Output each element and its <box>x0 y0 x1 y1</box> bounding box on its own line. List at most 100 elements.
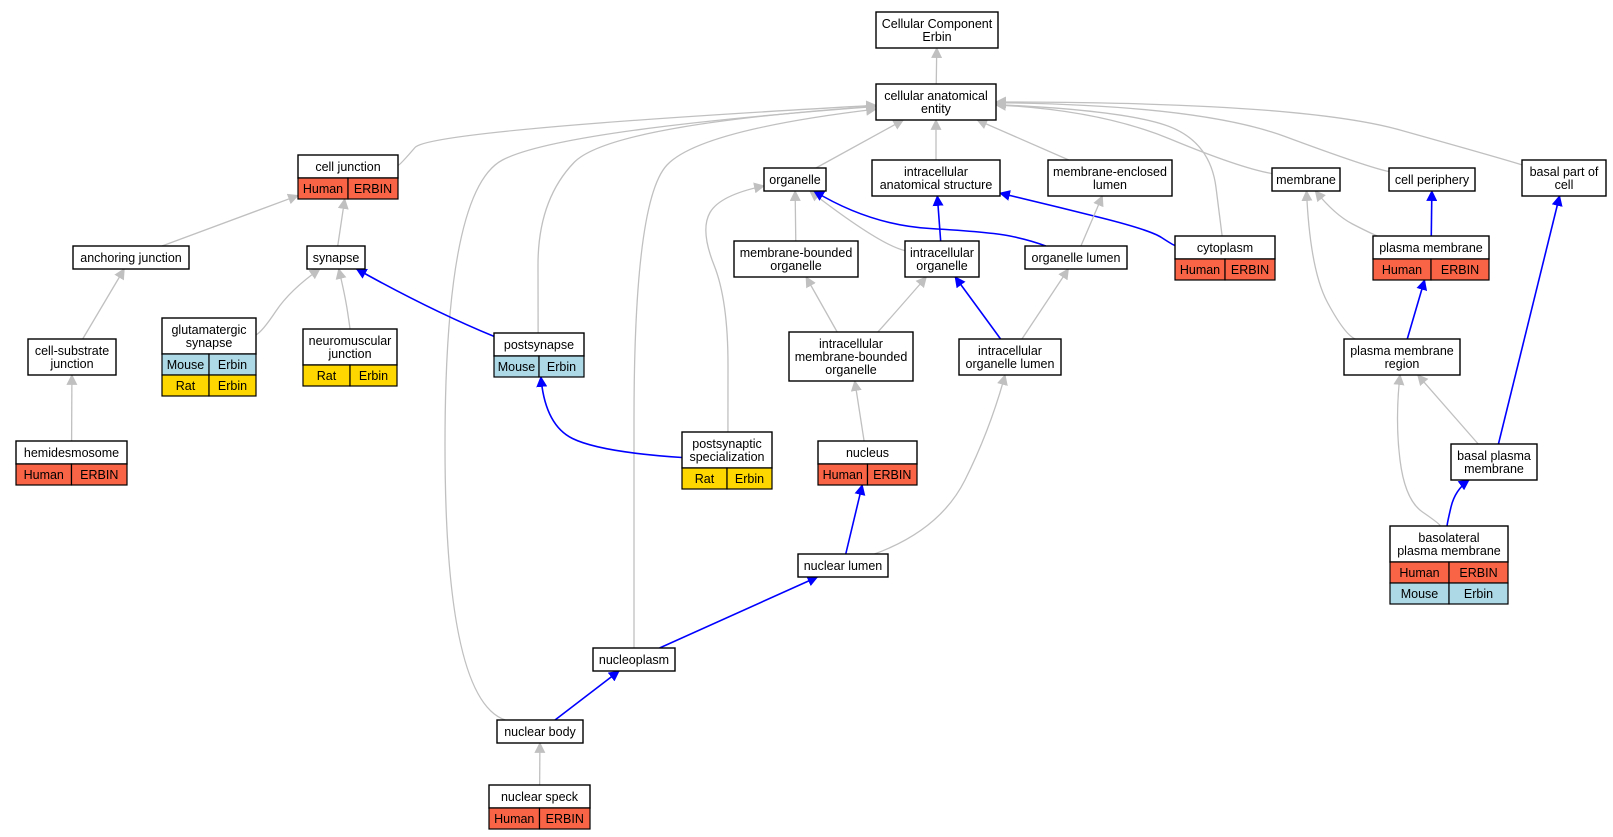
node-synapse[interactable]: synapse <box>306 245 366 270</box>
node-box <box>681 431 773 469</box>
gene-cell <box>347 177 399 200</box>
gene-label: Erbin <box>547 360 576 374</box>
edge-postsynapse-to-synapse <box>355 268 495 338</box>
node-label: basal part of <box>1530 165 1599 179</box>
node-box <box>302 328 398 366</box>
edge-bpm-to-pmr <box>1417 374 1479 445</box>
node-label: Cellular Component <box>882 17 993 31</box>
node-label: cell-substrate <box>35 344 109 358</box>
gene-label: Erbin <box>359 369 388 383</box>
node-anchoring-junction[interactable]: anchoring junction <box>72 245 190 270</box>
node-nucleoplasm[interactable]: nucleoplasm <box>592 647 676 672</box>
node-organelle[interactable]: organelle <box>763 167 827 192</box>
node-box <box>904 240 980 278</box>
node-label: Erbin <box>922 30 951 44</box>
edge-imbo-to-mbo <box>805 276 838 333</box>
node-box <box>788 331 914 382</box>
species-label: Rat <box>317 369 337 383</box>
node-label: specialization <box>689 450 764 464</box>
node-label: organelle lumen <box>966 357 1055 371</box>
gene-cell <box>1224 258 1276 281</box>
species-label: Human <box>1382 263 1422 277</box>
node-label: hemidesmosome <box>24 446 119 460</box>
edge-bpm-to-basal-part <box>1497 194 1563 445</box>
node-label: glutamatergic <box>171 323 246 337</box>
node-label: plasma membrane <box>1350 344 1454 358</box>
edge-basal-part-to-cae <box>994 96 1523 166</box>
node-box <box>1388 167 1476 192</box>
node-label: cell periphery <box>1395 173 1470 187</box>
node-label: synapse <box>186 336 233 350</box>
gene-label: ERBIN <box>1441 263 1479 277</box>
gene-cell <box>1448 582 1509 605</box>
node-label: anatomical structure <box>880 178 993 192</box>
gene-label: ERBIN <box>354 182 392 196</box>
gene-label: Erbin <box>218 379 247 393</box>
edge-blpm-to-pmr <box>1393 373 1442 527</box>
node-label: intracellular <box>910 246 974 260</box>
edge-postsynapse-to-cae <box>537 101 878 334</box>
edge-mel-to-cae <box>976 118 1070 161</box>
edge-anchoring-junction-to-cell-junction <box>161 193 300 247</box>
edge-nucleoplasm-to-cae <box>633 104 878 648</box>
edge-cell-junction-to-cae <box>397 100 878 167</box>
node-nuclear-lumen[interactable]: nuclear lumen <box>797 553 889 578</box>
species-label: Human <box>1399 566 1439 580</box>
node-label: intracellular <box>819 337 883 351</box>
gene-label: Erbin <box>1464 587 1493 601</box>
node-label: postsynaptic <box>692 437 761 451</box>
edge-nuclear-lumen-to-iol <box>874 373 1008 555</box>
node-membrane[interactable]: membrane <box>1271 167 1341 192</box>
edge-psd-to-organelle <box>705 182 766 433</box>
node-label: nuclear body <box>504 725 576 739</box>
node-label: basal plasma <box>1457 449 1531 463</box>
species-label: Mouse <box>498 360 536 374</box>
node-label: region <box>1385 357 1420 371</box>
node-box <box>871 159 1001 197</box>
edge-glutamatergic-to-synapse <box>255 268 321 336</box>
node-box <box>27 338 117 376</box>
node-nuclear-body[interactable]: nuclear body <box>496 719 584 744</box>
node-label: cell junction <box>315 160 380 174</box>
gene-label: ERBIN <box>546 812 584 826</box>
node-label: synapse <box>313 251 360 265</box>
node-box <box>875 83 997 121</box>
node-cell-periphery[interactable]: cell periphery <box>1388 167 1476 192</box>
edge-plasma-membrane-to-membrane <box>1314 190 1378 237</box>
node-organelle-lumen[interactable]: organelle lumen <box>1024 245 1128 270</box>
edge-cytoplasm-to-ias <box>998 190 1176 247</box>
edge-pmr-to-plasma-membrane <box>1406 278 1428 340</box>
gene-cell <box>70 463 128 486</box>
node-box <box>306 245 366 270</box>
species-label: Human <box>303 182 343 196</box>
node-box <box>1343 338 1461 376</box>
node-box <box>875 11 999 49</box>
edge-cell-periphery-to-cae <box>994 97 1390 173</box>
edge-nmj-to-synapse <box>335 267 351 330</box>
edge-psd-to-postsynapse <box>536 375 683 459</box>
